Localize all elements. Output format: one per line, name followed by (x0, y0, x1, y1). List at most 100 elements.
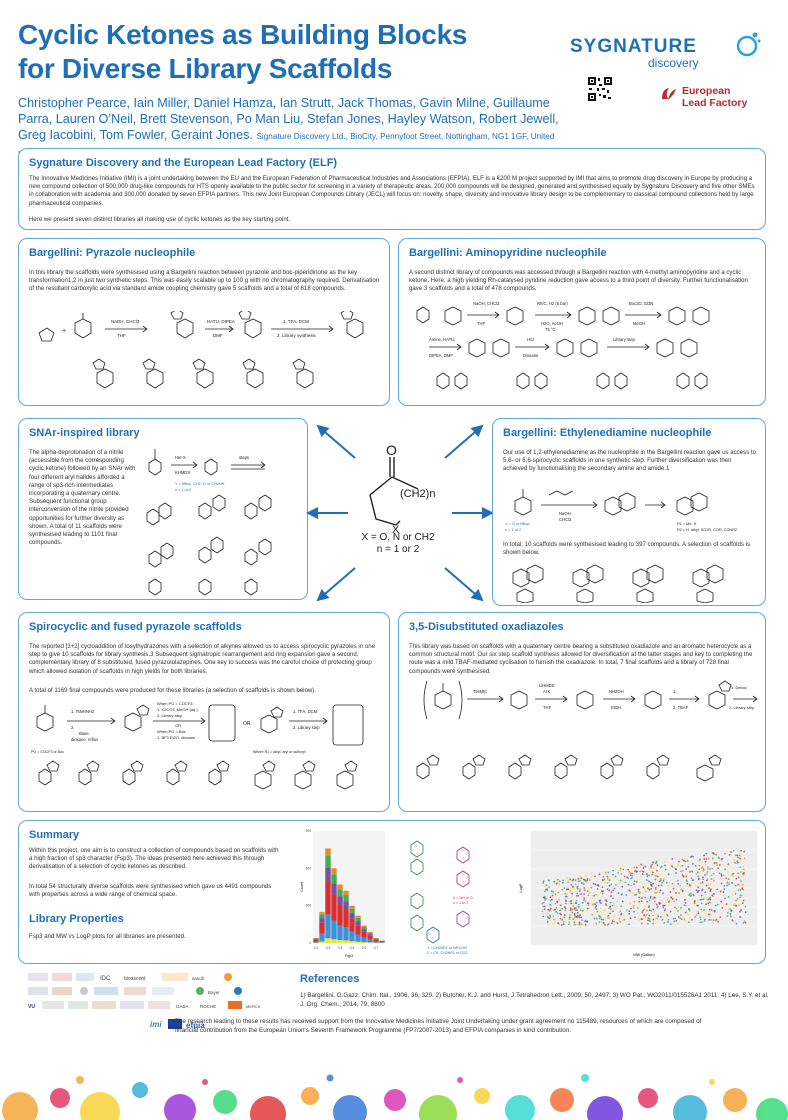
scatter-point (611, 904, 614, 907)
scatter-point (696, 904, 699, 907)
scatter-point (561, 888, 564, 891)
elf-logo-line2: Lead Factory (682, 97, 748, 109)
histogram-bar-segment (349, 941, 355, 943)
aminopyridine-r2b: H2O, AcOH (541, 321, 563, 326)
histogram-bar-segment (337, 884, 343, 890)
histogram-bar-segment (373, 939, 379, 940)
scatter-point (735, 922, 738, 925)
scatter-point (740, 849, 743, 852)
qr-code-icon[interactable] (587, 76, 613, 102)
summary-note1: X = NH or O (453, 896, 473, 900)
scatter-point (641, 897, 644, 900)
scatter-point (543, 908, 546, 911)
scatter-point (634, 869, 637, 872)
histogram-bar-segment (343, 901, 349, 910)
scatter-point (740, 894, 743, 897)
scatter-point (683, 918, 685, 920)
scatter-point (643, 908, 646, 911)
oxadiazoles-r3b: EtOH (611, 705, 621, 710)
scatter-point (726, 915, 729, 917)
scatter-point (655, 903, 658, 906)
scatter-point (648, 880, 650, 883)
scatter-point (650, 888, 653, 890)
scatter-point (704, 908, 707, 911)
scatter-point (556, 882, 559, 885)
scatter-point (684, 902, 687, 904)
ethylenediamine-note4: R2 = H, alkyl, SO2R, COR, CONR2 (677, 528, 737, 532)
scatter-point (681, 858, 684, 861)
scatter-point (712, 919, 715, 922)
scatter-point (729, 915, 732, 918)
scatter-point (727, 896, 730, 898)
scatter-point (570, 883, 573, 886)
scatter-point (642, 867, 645, 869)
scatter-point (681, 870, 684, 872)
scatter-point (547, 908, 550, 911)
histogram-bar-segment (361, 931, 367, 938)
scatter-point (687, 865, 690, 868)
histogram-bar-segment (355, 917, 361, 922)
scatter-point (581, 882, 583, 884)
scatter-point (704, 891, 707, 894)
scatter-point (740, 871, 742, 873)
scatter-point (682, 859, 685, 862)
scatter-point (566, 877, 568, 880)
histogram-bar-segment (337, 889, 343, 897)
scatter-point (735, 904, 737, 907)
scatter-point (599, 899, 602, 902)
scatter-point (691, 870, 694, 873)
scatter-point (652, 918, 655, 921)
scatter-point (660, 884, 663, 887)
scatter-point (570, 902, 573, 905)
scatter-point (736, 898, 739, 900)
scatter-point (602, 918, 605, 921)
scatter-point (578, 916, 581, 919)
scatter-point (723, 852, 726, 855)
scatter-point (743, 920, 746, 923)
scatter-point (587, 894, 590, 897)
scatter-point (709, 882, 712, 885)
central-cyclic-ketone: O (CH2)n X (369, 442, 435, 536)
histogram-bar-segment (331, 920, 337, 940)
scatter-point (610, 891, 613, 893)
scatter-point (574, 909, 577, 912)
scatter-point (675, 891, 677, 894)
scatter-point (677, 916, 680, 918)
scatter-point (612, 869, 615, 872)
histogram-bar-segment (367, 942, 373, 943)
scatter-point (607, 914, 610, 917)
scatter-point (739, 857, 741, 860)
scatter-point (722, 874, 725, 877)
scatter-point (715, 853, 718, 856)
scatter-point (629, 874, 632, 876)
scatter-point (619, 879, 622, 882)
scatter-point (637, 888, 640, 891)
snar-text: The alpha-deprotonation of a nitrile (ac… (29, 449, 136, 547)
scatter-point (638, 896, 641, 899)
snar-r1b: KHMDS (175, 470, 190, 475)
scatter-point (709, 868, 711, 870)
scatter-point (699, 918, 702, 921)
histogram-bar-segment (331, 874, 337, 884)
scatter-point (657, 884, 660, 887)
scatter-point (602, 890, 605, 893)
authors-names: Christopher Pearce, Iain Miller, Daniel … (18, 96, 559, 142)
scatter-point (571, 892, 574, 895)
scatter-point (594, 875, 596, 878)
scatter-point (587, 887, 590, 889)
scatter-point (601, 886, 604, 889)
scatter-point (586, 890, 589, 893)
scatter-point (571, 911, 574, 914)
scatter-point (642, 892, 645, 894)
histogram-bar-segment (367, 939, 373, 943)
scatter-point (699, 898, 702, 901)
scatter-point (714, 904, 717, 907)
scatter-point (642, 909, 645, 912)
scatter-point (577, 880, 580, 883)
scatter-point (675, 898, 678, 901)
scatter-point (635, 866, 638, 869)
scatter-point (579, 906, 582, 909)
histogram-bar-segment (373, 939, 379, 942)
scatter-point (631, 876, 634, 879)
scatter-point (651, 914, 654, 917)
